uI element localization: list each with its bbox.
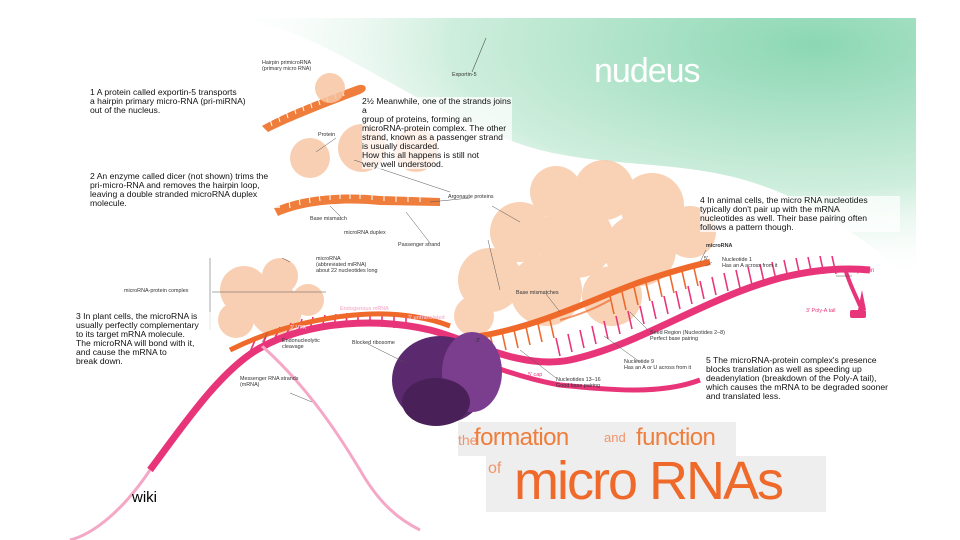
duplex-label: microRNA duplex bbox=[344, 230, 386, 236]
plant-protein-complex bbox=[218, 258, 324, 338]
credit-label: wiki bbox=[132, 489, 157, 506]
mirna-abbrev-label: microRNA (abbreviated miRNA) about 22 nu… bbox=[316, 256, 378, 275]
argonaute-label: Argonaute proteins bbox=[448, 194, 494, 200]
step-1-text: 1 A protein called exportin-5 transports… bbox=[90, 87, 246, 116]
argonaute-protein-complex bbox=[454, 160, 716, 336]
five-prime-label: 5' bbox=[704, 256, 709, 262]
step-3-text: 3 In plant cells, the microRNA is usuall… bbox=[76, 311, 216, 367]
hairpin-label: Hairpin primicroRNA (primary micro RNA) bbox=[262, 60, 312, 73]
three-prime-label: 3' bbox=[476, 338, 481, 344]
blocked-ribosome bbox=[392, 332, 502, 426]
endonucleolytic-label: Endonucleolytic cleavage bbox=[282, 338, 320, 351]
protein-label: Protein bbox=[318, 132, 336, 138]
passenger-strand-label: Passenger strand bbox=[398, 242, 441, 248]
nucleotide-1-label: Nucleotide 1 Has an A across from it bbox=[722, 257, 778, 270]
seed-region-label: Seed Region (Nucleotides 2–8) Perfect ba… bbox=[650, 330, 725, 343]
poly-a-tail bbox=[844, 271, 866, 318]
title-the: the bbox=[458, 432, 478, 448]
step-4-text: 4 In animal cells, the micro RNA nucleot… bbox=[700, 195, 900, 233]
bound-microrna-plant bbox=[228, 311, 451, 353]
nucleus-region bbox=[240, 18, 916, 285]
mirna-right-label: microRNA bbox=[706, 243, 733, 249]
title-panel-bottom bbox=[486, 456, 826, 512]
mirna-duplex bbox=[274, 192, 440, 216]
bound-microrna-animal bbox=[479, 259, 711, 353]
complex-label: microRNA-protein complex bbox=[124, 288, 189, 294]
title-function: function bbox=[636, 424, 716, 451]
title-and: and bbox=[604, 430, 626, 445]
step-5-text: 5 The microRNA-protein complex's presenc… bbox=[706, 355, 906, 402]
base-mismatch-top-label: Base mismatch bbox=[310, 216, 347, 222]
strand-tag-1: Endogenous mRNA bbox=[340, 306, 389, 312]
title-panel-top bbox=[458, 422, 736, 456]
nucleotides-13-16-label: Nucleotides 13–16 Good base pairing bbox=[556, 377, 601, 390]
leader-lines bbox=[209, 137, 852, 403]
base-mismatches-label: Base mismatches bbox=[516, 290, 559, 296]
exportin-label: Exportin-5 bbox=[452, 72, 477, 78]
hairpin-primary-mirna bbox=[262, 73, 366, 132]
blocked-ribosome-label: Blocked ribosome bbox=[352, 340, 395, 346]
messenger-rna-label: Messenger RNA strands (mRNA) bbox=[240, 376, 299, 389]
poly-a-label: 3' Poly-A tail bbox=[806, 308, 836, 314]
nucleus-wordmark: nudeus bbox=[594, 52, 701, 90]
title-of: of bbox=[488, 460, 502, 477]
deadenylation-label: Deadenylation bbox=[836, 268, 875, 274]
title-micro-rnas: micro RNAs bbox=[514, 451, 784, 511]
nucleotide-9-label: Nucleotide 9 Has an A or U across from i… bbox=[624, 359, 692, 372]
step-2-text: 2 An enzyme called dicer (not shown) tri… bbox=[90, 171, 280, 209]
five-cap-label: 5' cap bbox=[528, 372, 543, 378]
strand-tag-3: 3' UTR bbox=[290, 325, 307, 331]
strand-tag-2: 3' untranslated bbox=[408, 315, 445, 321]
title-formation: formation bbox=[474, 424, 569, 451]
step-2-half-text: 2½ Meanwhile, one of the strands joins a… bbox=[362, 96, 512, 170]
exportin-pointer bbox=[471, 37, 487, 73]
